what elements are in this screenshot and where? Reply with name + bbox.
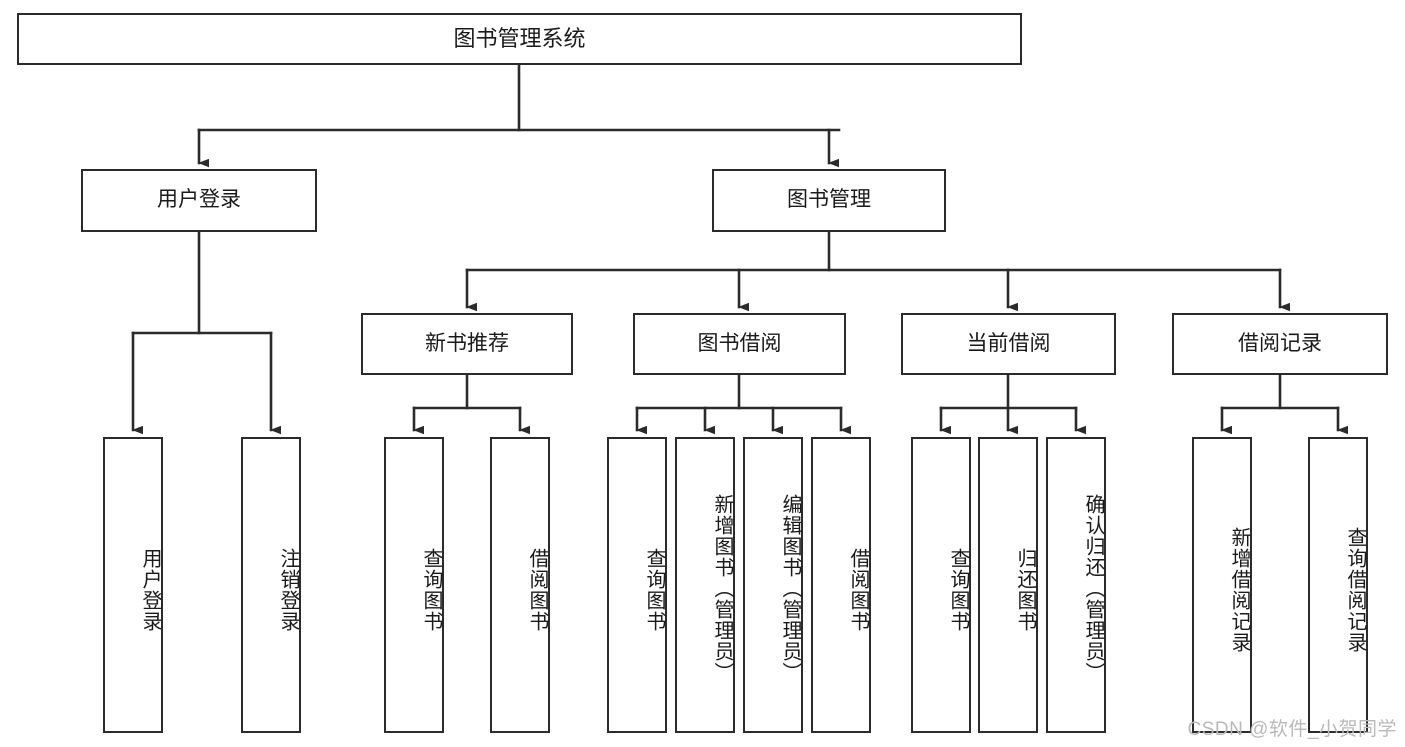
leaf-add-record[interactable]: 新增借阅记录: [1192, 437, 1252, 733]
leaf-edit-book[interactable]: 编辑图书（管理员）: [743, 437, 803, 733]
node-root[interactable]: 图书管理系统: [17, 13, 1022, 65]
node-current-borrow[interactable]: 当前借阅: [901, 313, 1116, 375]
leaf-user-logout[interactable]: 注销登录: [241, 437, 301, 733]
leaf-add-book[interactable]: 新增图书（管理员）: [675, 437, 735, 733]
leaf-query-book-1[interactable]: 查询图书: [384, 437, 444, 733]
leaf-confirm-return[interactable]: 确认归还（管理员）: [1046, 437, 1106, 733]
node-book-borrow[interactable]: 图书借阅: [633, 313, 846, 375]
leaf-query-record[interactable]: 查询借阅记录: [1308, 437, 1368, 733]
leaf-return-book[interactable]: 归还图书: [978, 437, 1038, 733]
leaf-user-login[interactable]: 用户登录: [103, 437, 163, 733]
node-borrow-record[interactable]: 借阅记录: [1172, 313, 1388, 375]
leaf-query-book-2[interactable]: 查询图书: [607, 437, 667, 733]
node-user-login[interactable]: 用户登录: [81, 169, 317, 232]
leaf-query-book-3[interactable]: 查询图书: [911, 437, 971, 733]
node-book-manage[interactable]: 图书管理: [712, 169, 946, 232]
leaf-borrow-book-1[interactable]: 借阅图书: [490, 437, 550, 733]
node-new-book-recommend[interactable]: 新书推荐: [361, 313, 573, 375]
leaf-borrow-book-2[interactable]: 借阅图书: [811, 437, 871, 733]
